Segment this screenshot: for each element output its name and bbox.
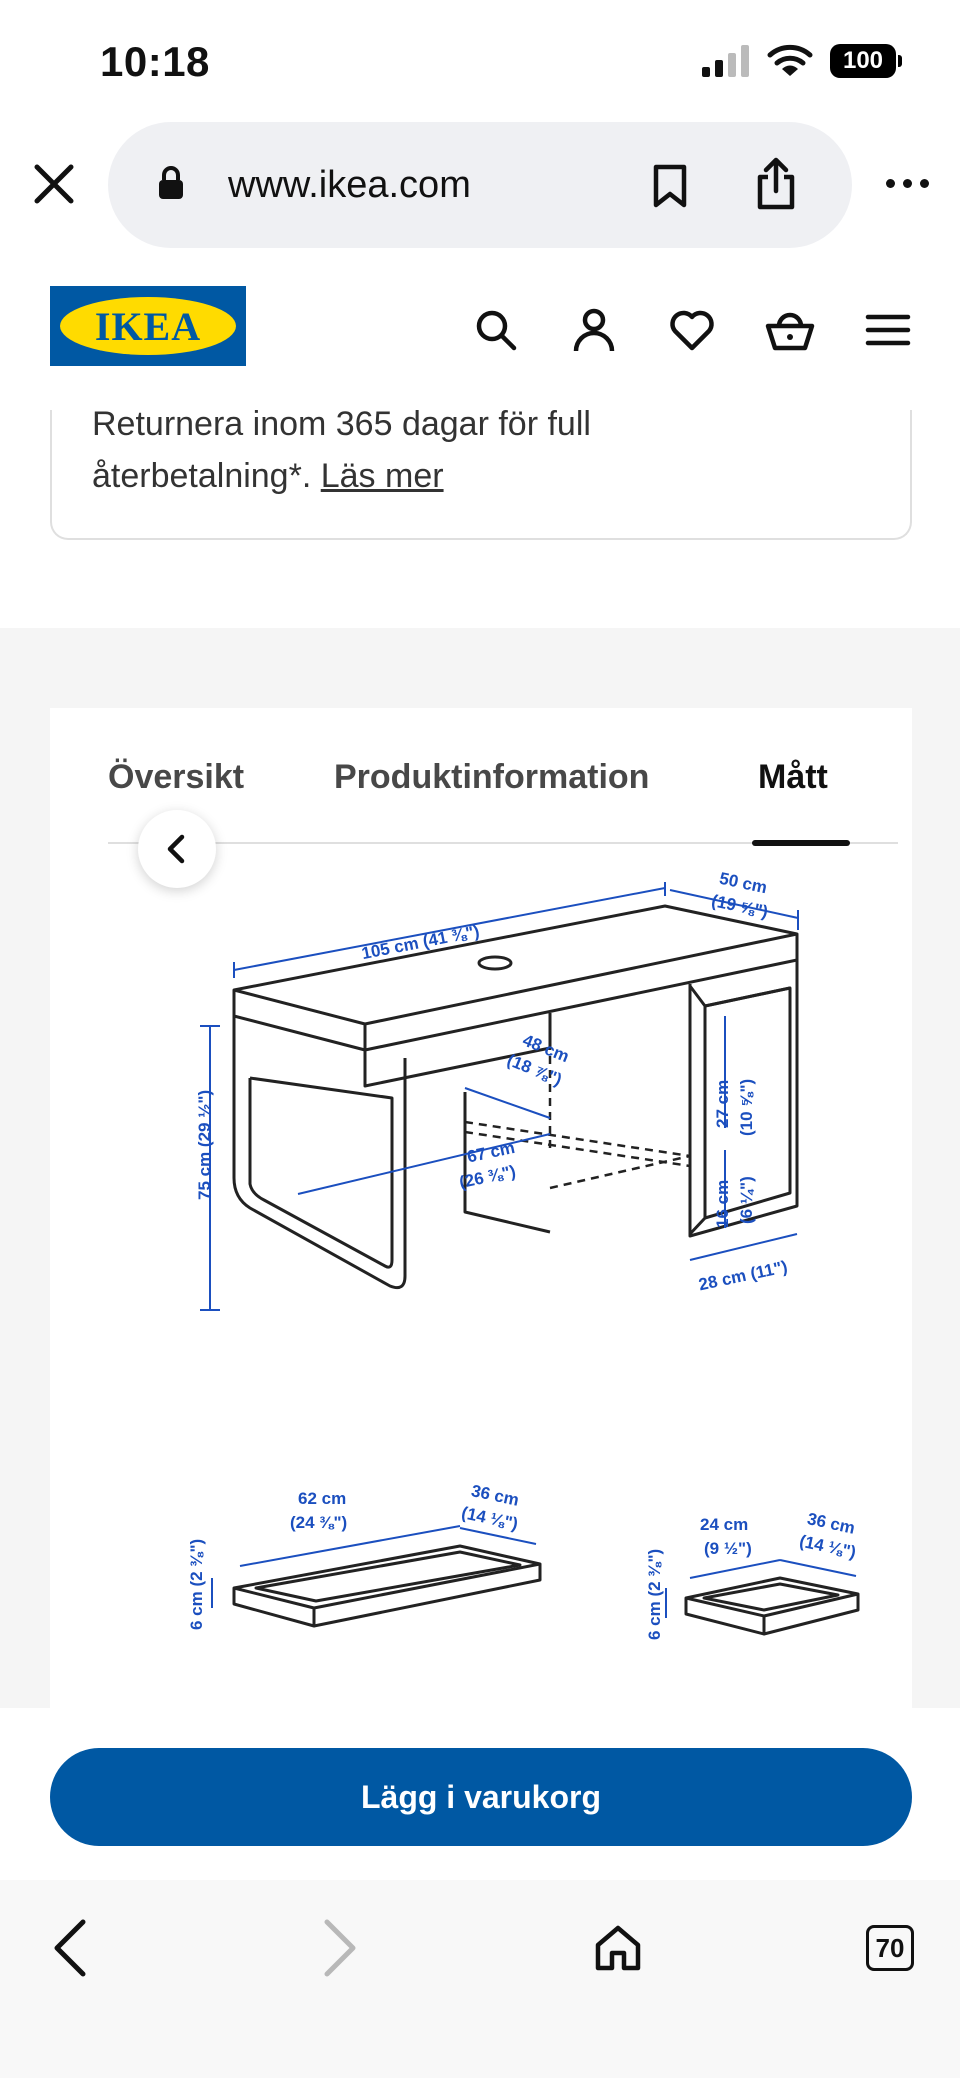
desk-dimensions-diagram: 105 cm (41 ⅜") 50 cm (19 ⅝") 75 cm (29 ½… [187, 869, 860, 1640]
share-icon [757, 157, 795, 210]
menu-icon [865, 314, 911, 346]
account-icon [573, 308, 615, 352]
add-to-cart-button[interactable]: Lägg i varukorg [50, 1748, 912, 1846]
dimensions-card: Översikt Produktinformation Mått [50, 708, 912, 1708]
ikea-logo[interactable]: IKEA [50, 286, 246, 366]
dim-cabinet-bottom-a: 16 cm [713, 1180, 732, 1228]
browser-toolbar: 70 [0, 1880, 960, 2078]
address-bar[interactable]: www.ikea.com [108, 122, 852, 248]
dim-height: 75 cm (29 ½") [195, 1090, 214, 1200]
account-button[interactable] [564, 300, 624, 360]
basket-button[interactable] [760, 300, 820, 360]
return-policy-text: Returnera inom 365 dagar för full återbe… [92, 398, 872, 502]
dim-cabinet-top-a: 27 cm [713, 1080, 732, 1128]
dim-cabinet-bottom-b: (6 ¼") [737, 1176, 756, 1224]
url-text: www.ikea.com [228, 164, 471, 206]
read-more-link[interactable]: Läs mer [320, 457, 444, 495]
search-button[interactable] [466, 300, 526, 360]
dim-drawer2-width-a: 24 cm [700, 1515, 748, 1534]
header-icons [466, 300, 918, 360]
dim-drawer1-width-b: (24 ⅜") [290, 1513, 347, 1532]
tab-dimensions[interactable]: Mått [758, 758, 828, 796]
return-policy-line1: Returnera inom 365 dagar för full [92, 405, 591, 443]
tab-product-information[interactable]: Produktinformation [334, 758, 650, 796]
drawer-1-drawing [232, 1544, 542, 1628]
dim-cabinet-top-b: (10 ⅝") [737, 1079, 756, 1136]
ikea-logo-oval: IKEA [60, 297, 236, 355]
chevron-left-icon [167, 834, 185, 864]
favourites-button[interactable] [662, 300, 722, 360]
close-icon [34, 164, 74, 204]
more-dot [919, 178, 929, 188]
forward-button[interactable] [300, 1908, 380, 1988]
dim-drawer2-height: 6 cm (2 ⅜") [645, 1549, 664, 1640]
bookmark-button[interactable] [638, 154, 702, 218]
more-dot [885, 178, 895, 188]
dim-cabinet-width: 28 cm (11") [697, 1257, 789, 1294]
browser-bar: www.ikea.com [0, 118, 960, 254]
return-policy-card: Returnera inom 365 dagar för full återbe… [50, 360, 912, 540]
share-button[interactable] [744, 150, 808, 218]
close-button[interactable] [28, 158, 80, 210]
dim-drawer1-width-a: 62 cm [298, 1489, 346, 1508]
battery-level: 100 [842, 47, 884, 74]
site-header: IKEA [0, 260, 960, 410]
cable-grommet [477, 955, 513, 971]
status-icons: 100 [702, 44, 902, 78]
active-tab-indicator [752, 840, 850, 846]
dim-width: 105 cm (41 ⅜") [360, 922, 481, 963]
status-time: 10:18 [100, 38, 210, 85]
status-bar: 10:18 100 [0, 0, 960, 120]
ikea-logo-text: IKEA [94, 303, 202, 349]
drawer-1-dimension-lines [211, 1525, 537, 1608]
search-icon [476, 310, 517, 351]
tabs-button[interactable]: 70 [850, 1908, 930, 1988]
menu-button[interactable] [858, 300, 918, 360]
dim-drawer2-width-b: (9 ½") [704, 1539, 752, 1558]
dim-drawer1-height: 6 cm (2 ⅜") [187, 1539, 206, 1630]
wifi-icon [767, 44, 813, 76]
product-details-section: Översikt Produktinformation Mått [0, 628, 960, 1708]
battery-indicator: 100 [830, 44, 902, 78]
desk-hidden-lines [464, 1028, 691, 1190]
home-icon [595, 1925, 641, 1971]
more-dot [902, 178, 912, 188]
bookmark-icon [653, 164, 687, 208]
tab-overview[interactable]: Översikt [108, 758, 245, 796]
chevron-right-icon [324, 1919, 356, 1977]
dimension-lines [200, 882, 799, 1311]
tab-count: 70 [866, 1925, 914, 1971]
product-tabs: Översikt Produktinformation Mått [108, 728, 898, 846]
dim-inner-width-b: (26 ⅜") [458, 1162, 518, 1192]
cellular-signal-icon [702, 45, 749, 77]
basket-icon [765, 312, 815, 351]
drawer-2-drawing [684, 1576, 860, 1636]
heart-icon [670, 310, 714, 351]
tabs-scroll-left-button[interactable] [138, 810, 216, 888]
home-button[interactable] [578, 1908, 658, 1988]
drawer-2-dimension-lines [665, 1559, 857, 1618]
more-options-button[interactable] [880, 168, 934, 198]
return-policy-line2: återbetalning*. [92, 457, 312, 495]
add-to-cart-bar: Lägg i varukorg [0, 1708, 960, 1880]
back-button[interactable] [30, 1908, 110, 1988]
lock-icon [159, 166, 183, 199]
chevron-left-icon [54, 1919, 86, 1977]
